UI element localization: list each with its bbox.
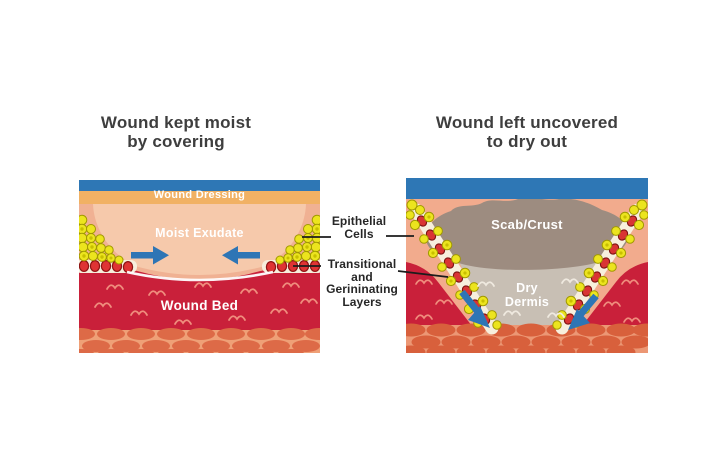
epithelial-annotation-line2: Cells [344,226,374,241]
epithelial-cells-annotation: Epithelial Cells [322,215,396,240]
transitional-annotation-line2: and [351,269,373,284]
deep-tissue-band [406,323,648,353]
uncovered-top-bar [406,178,648,199]
left-title-line1: Wound kept moist [100,113,252,132]
moist-wound-graphic [79,180,320,353]
dry-arrow-right [568,293,599,330]
moisture-arrow-right [222,246,260,265]
transitional-layers-annotation: Transitional and Gerininating Layers [323,258,401,308]
dry-wound-graphic [406,178,648,353]
dry-wound-illustration: Scab/Crust Dry Dermis [406,178,648,353]
epithelial-cells-left-wedge [79,214,124,265]
wound-bed-right [582,262,648,326]
scab-crust-region [425,197,630,270]
epithelial-annotation-line1: Epithelial [331,214,387,228]
right-panel-title: Wound left uncovered to dry out [417,113,637,151]
right-title-line2: to dry out [486,132,568,151]
wound-dressing-region [79,191,320,204]
deep-tissue-band [79,328,320,353]
moist-wound-illustration: Wound Dressing Moist Exudate Wound Bed [79,180,320,353]
moisture-arrow-left [131,246,169,265]
transitional-annotation-line3: Gerininating [326,282,398,296]
wound-bed-left [406,262,472,326]
left-panel-title: Wound kept moist by covering [66,113,286,151]
dry-arrow-left [459,289,490,328]
right-title-line1: Wound left uncovered [435,113,619,132]
left-title-line2: by covering [127,132,225,151]
epithelial-cells-right-wedge [275,214,320,265]
transitional-annotation-line4: Layers [342,294,382,309]
covering-bar [79,180,320,191]
transitional-annotation-line1: Transitional [327,257,397,271]
